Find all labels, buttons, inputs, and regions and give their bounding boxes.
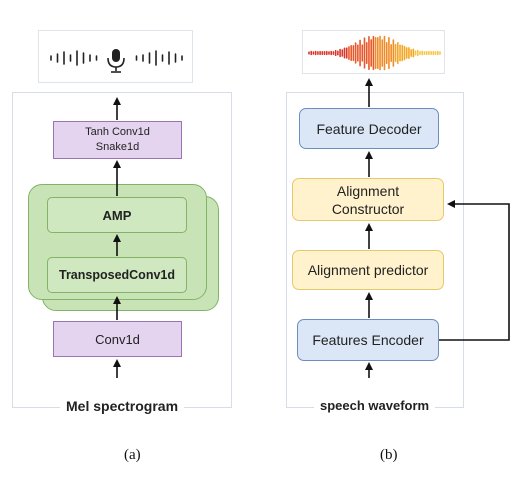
tanh-snake-box: Tanh Conv1d Snake1d [53, 121, 182, 159]
amp-box: AMP [47, 197, 187, 233]
conv1d-box: Conv1d [53, 321, 182, 357]
tanh-conv1d-label: Tanh Conv1d [85, 126, 150, 138]
mel-spectrogram-label: Mel spectrogram [60, 398, 185, 414]
microphone-waveform-icon [50, 49, 183, 73]
conv1d-label: Conv1d [95, 331, 140, 347]
features-encoder-box: Features Encoder [297, 319, 439, 361]
caption-a: (a) [124, 447, 141, 463]
alignment-predictor-box: Alignment predictor [292, 250, 444, 290]
colored-waveform-icon [308, 35, 441, 71]
panel-b-output-box [302, 30, 445, 74]
alignment-constructor-box: Alignment Constructor [292, 178, 444, 221]
panel-a-output-box [38, 30, 193, 83]
caption-b: (b) [380, 447, 398, 463]
feature-decoder-box: Feature Decoder [299, 108, 439, 149]
alignment-predictor-label: Alignment predictor [307, 262, 429, 278]
snake1d-label: Snake1d [95, 141, 140, 153]
amp-label: AMP [102, 207, 132, 223]
feature-decoder-label: Feature Decoder [316, 120, 422, 137]
transposed-conv1d-box: TransposedConv1d [47, 257, 187, 293]
features-encoder-label: Features Encoder [312, 332, 424, 348]
constructor-label: Constructor [331, 200, 405, 217]
alignment-label: Alignment [336, 182, 400, 199]
speech-waveform-label: speech waveform [314, 398, 436, 413]
transposed-conv1d-label: TransposedConv1d [59, 268, 175, 282]
